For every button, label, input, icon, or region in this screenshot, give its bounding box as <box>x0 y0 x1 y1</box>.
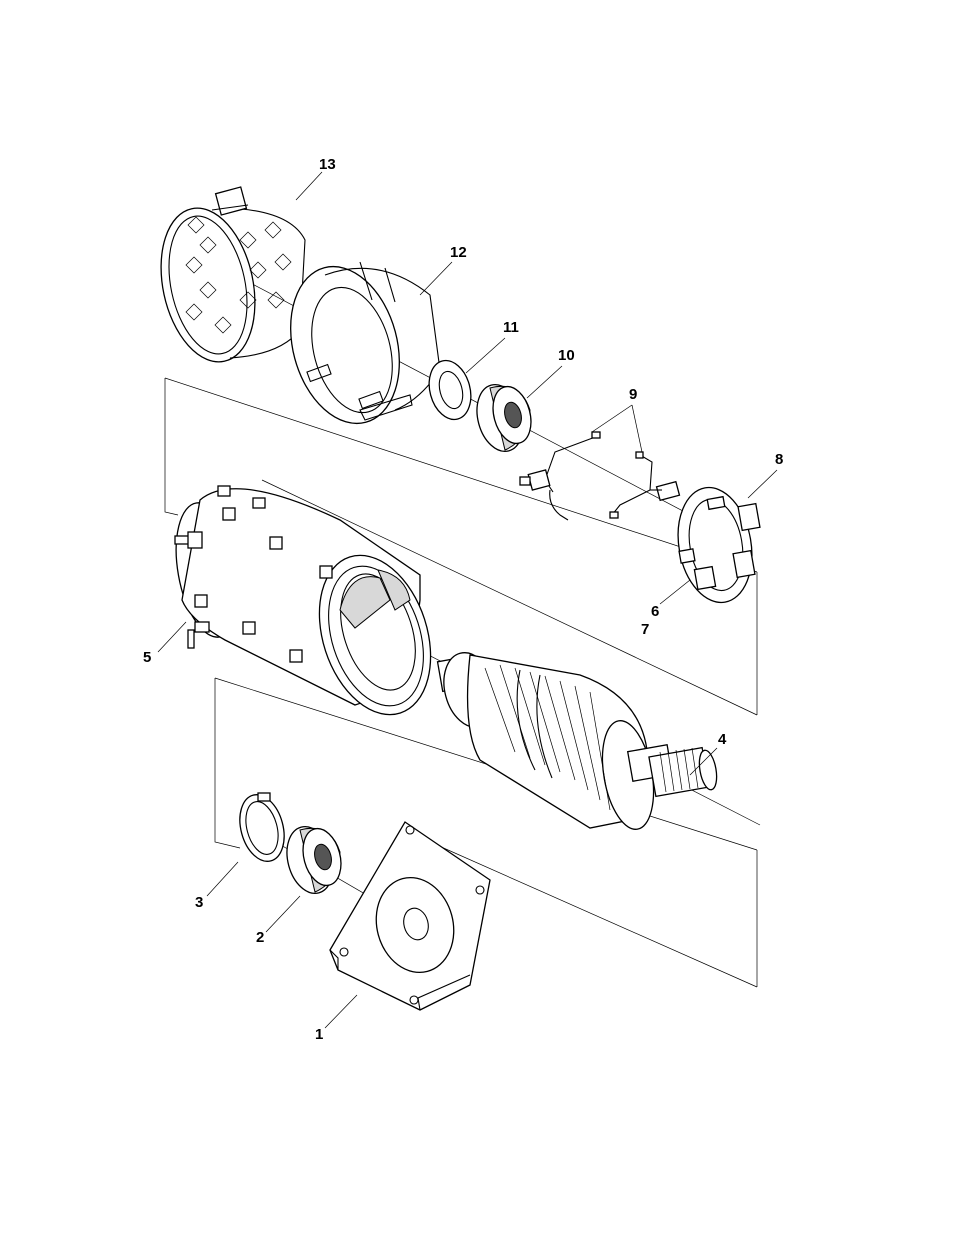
callout-6: 6 <box>651 604 659 619</box>
part-12-end-cover <box>274 254 440 435</box>
part-1-flange-plate <box>330 822 490 1010</box>
callout-12: 12 <box>450 245 467 260</box>
callout-8: 8 <box>775 452 783 467</box>
part-2-bearing <box>280 821 347 898</box>
callout-11: 11 <box>503 320 519 335</box>
part-11-washer <box>423 356 477 424</box>
part-4-armature <box>436 647 719 834</box>
part-3-retaining-ring <box>233 790 291 867</box>
callout-13: 13 <box>319 157 336 172</box>
part-5-motor-frame <box>167 486 450 729</box>
callout-3: 3 <box>195 895 203 910</box>
part-9-brush-leads <box>520 432 679 520</box>
callout-1: 1 <box>315 1027 323 1042</box>
part-10-bearing <box>470 379 537 456</box>
callout-2: 2 <box>256 930 264 945</box>
part-8-brush-holder-ring <box>669 482 760 609</box>
callout-7: 7 <box>641 622 649 637</box>
callout-5: 5 <box>143 650 151 665</box>
callout-4: 4 <box>718 732 726 747</box>
part-13-woven-band <box>148 187 305 371</box>
callout-10: 10 <box>558 348 575 363</box>
callout-9: 9 <box>629 387 637 402</box>
